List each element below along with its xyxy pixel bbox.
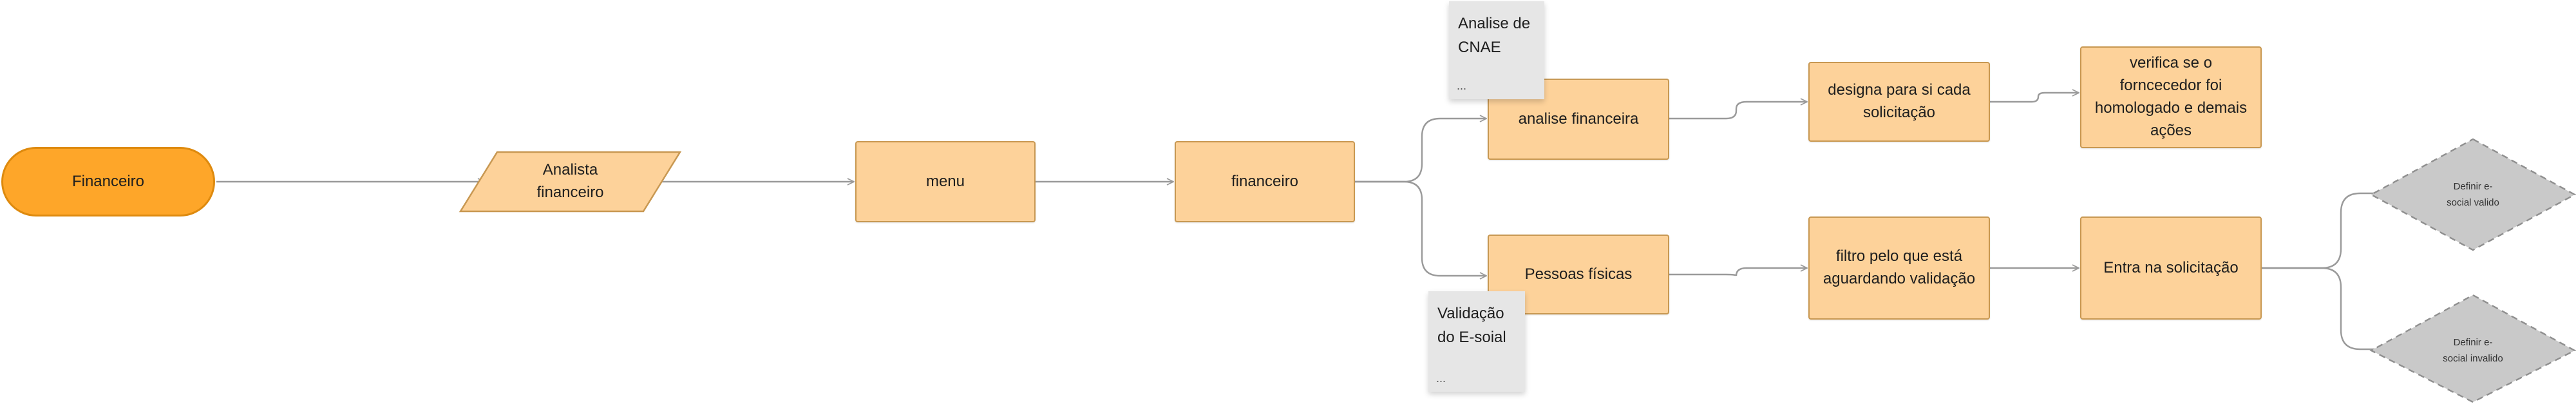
sticky-note-cnae-more: ... (1457, 79, 1467, 93)
sticky-note-esocial-text: Validação do E-soial (1437, 305, 1506, 347)
financeiro-label: financeiro (1231, 172, 1299, 190)
designa-label: designa para si cada solicitação (1828, 81, 1971, 121)
verifica-label: verifica se o forncecedor foi homologado… (2094, 54, 2248, 139)
menu-label: menu (925, 172, 965, 190)
financeiro-node[interactable]: financeiro (1175, 141, 1355, 222)
decision-valid-label: Definir e- social valido (2447, 180, 2499, 209)
connector-designa-to-verifica (1990, 93, 2079, 103)
connector-entra-to-valid (2262, 193, 2418, 269)
filtro-label: filtro pelo que está aguardando validaçã… (1823, 247, 1976, 287)
menu-node[interactable]: menu (855, 141, 1036, 222)
connector-entra-to-invalid (2262, 267, 2418, 349)
filtro-node[interactable]: filtro pelo que está aguardando validaçã… (1808, 216, 1990, 320)
decision-invalid-node[interactable]: Definir e- social invalido (2410, 325, 2536, 376)
decision-invalid-shape (2369, 294, 2576, 403)
analyst-label: Analista financeiro (536, 161, 604, 201)
analise-financeira-node[interactable]: analise financeira (1488, 79, 1669, 160)
sticky-note-cnae-text: Analise de CNAE (1458, 15, 1531, 57)
start-terminal-financeiro[interactable]: Financeiro (1, 147, 215, 216)
sticky-note-esocial-more: ... (1436, 372, 1446, 385)
designa-node[interactable]: designa para si cada solicitação (1808, 62, 1990, 142)
sticky-note-cnae[interactable]: Analise de CNAE ... (1449, 1, 1544, 99)
analyst-parallelogram-shape (459, 151, 682, 213)
connector-pessoas-to-filtro (1669, 268, 1807, 276)
entra-node[interactable]: Entra na solicitação (2080, 216, 2262, 320)
connector-financeiro-to-pessoas (1355, 180, 1486, 276)
analyst-node[interactable]: Analista financeiro (460, 152, 680, 211)
pessoas-fisicas-label: Pessoas físicas (1524, 265, 1633, 283)
decision-invalid-label: Definir e- social invalido (2443, 336, 2503, 365)
connector-analise-to-designa (1669, 102, 1807, 120)
sticky-note-esocial[interactable]: Validação do E-soial ... (1428, 291, 1525, 392)
entra-label: Entra na solicitação (2103, 258, 2239, 276)
analise-financeira-label: analise financeira (1518, 110, 1639, 128)
decision-valid-shape (2369, 138, 2576, 251)
connector-financeiro-to-analise (1355, 119, 1486, 183)
start-label: Financeiro (71, 172, 145, 190)
decision-valid-node[interactable]: Definir e- social valido (2410, 169, 2536, 220)
verifica-node[interactable]: verifica se o forncecedor foi homologado… (2080, 46, 2262, 148)
